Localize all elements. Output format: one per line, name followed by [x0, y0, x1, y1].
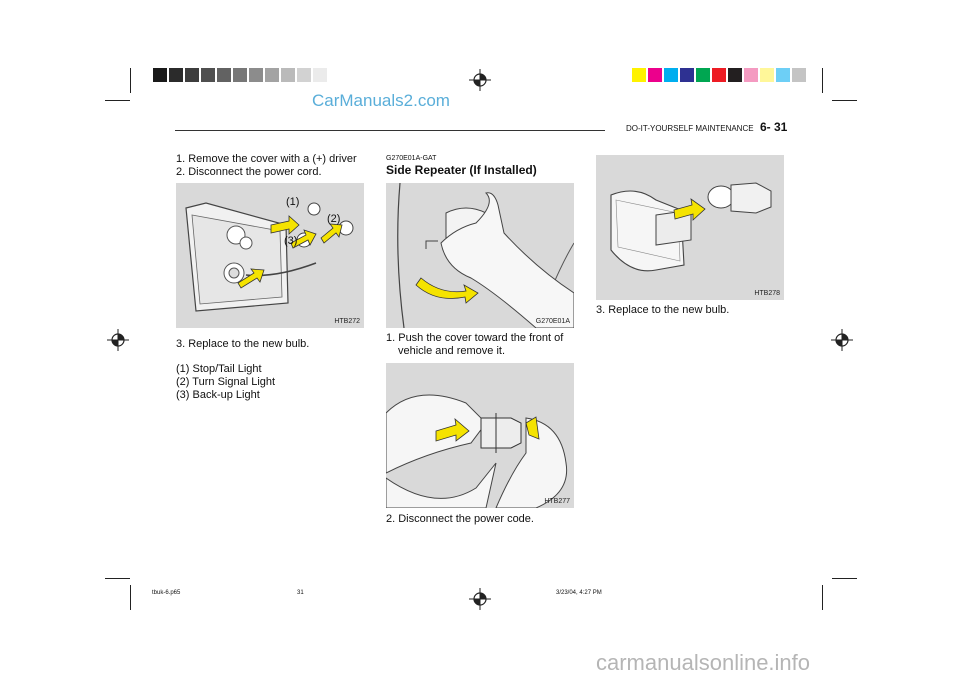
figure-code: HTB278 [754, 290, 780, 297]
step-text: 3. Replace to the new bulb. [176, 338, 310, 350]
color-swatch [265, 68, 279, 82]
figure-code: G270E01A [535, 318, 570, 325]
crop-mark [105, 100, 130, 101]
crop-mark [832, 578, 857, 579]
color-swatch [632, 68, 646, 82]
legend-item: (3) Back-up Light [176, 389, 260, 401]
section-heading: Side Repeater (If Installed) [386, 163, 537, 177]
color-swatch [696, 68, 710, 82]
section-title: DO-IT-YOURSELF MAINTENANCE [626, 124, 754, 133]
page-number: 6- 31 [760, 120, 788, 134]
color-swatch [728, 68, 742, 82]
step-text: 1. Remove the cover with a (+) driver [176, 153, 357, 165]
section-code: G270E01A-GAT [386, 155, 437, 162]
registration-mark-icon [469, 69, 491, 91]
color-swatch [744, 68, 758, 82]
color-swatch [712, 68, 726, 82]
color-swatch [281, 68, 295, 82]
crop-mark [105, 578, 130, 579]
color-swatch [776, 68, 790, 82]
footer-file: tbuk-6.p65 [152, 590, 181, 596]
bulb-socket-figure: HTB278 [596, 155, 784, 300]
tail-light-figure: (1) (2) (3) HTB272 [176, 183, 364, 328]
step-text: vehicle and remove it. [398, 345, 505, 357]
step-text: 3. Replace to the new bulb. [596, 304, 730, 316]
color-swatch [169, 68, 183, 82]
color-swatch [664, 68, 678, 82]
callout-label: (3) [284, 235, 298, 247]
legend-item: (2) Turn Signal Light [176, 376, 276, 388]
color-swatch [153, 68, 167, 82]
callout-label: (2) [327, 213, 341, 225]
crop-mark [130, 585, 131, 610]
legend-item: (1) Stop/Tail Light [176, 363, 262, 375]
header-rule [175, 130, 605, 131]
color-swatch [648, 68, 662, 82]
footer-page: 31 [297, 590, 304, 596]
step-text: 2. Disconnect the power code. [386, 513, 534, 525]
power-connector-figure: HTB277 [386, 363, 574, 508]
footer-timestamp: 3/23/04, 4:27 PM [556, 590, 602, 596]
color-swatch [313, 68, 327, 82]
color-swatch [201, 68, 215, 82]
color-swatch [297, 68, 311, 82]
callout-label: (1) [286, 196, 300, 208]
registration-mark-icon [107, 329, 129, 351]
color-swatch [185, 68, 199, 82]
color-swatch [792, 68, 806, 82]
crop-mark [832, 100, 857, 101]
step-text: 1. Push the cover toward the front of [386, 332, 564, 344]
crop-mark [822, 585, 823, 610]
registration-mark-icon [469, 588, 491, 610]
color-swatch [760, 68, 774, 82]
figure-code: HTB272 [334, 318, 360, 325]
figure-code: HTB277 [544, 498, 570, 505]
watermark-text[interactable]: carmanualsonline.info [596, 650, 811, 675]
color-swatch [233, 68, 247, 82]
step-text: 2. Disconnect the power cord. [176, 166, 322, 178]
side-repeater-figure: G270E01A [386, 183, 574, 328]
crop-mark [130, 68, 131, 93]
watermark-text[interactable]: CarManuals2.com [312, 91, 450, 110]
registration-mark-icon [831, 329, 853, 351]
color-swatch [217, 68, 231, 82]
crop-mark [822, 68, 823, 93]
color-swatch [249, 68, 263, 82]
color-swatch [680, 68, 694, 82]
